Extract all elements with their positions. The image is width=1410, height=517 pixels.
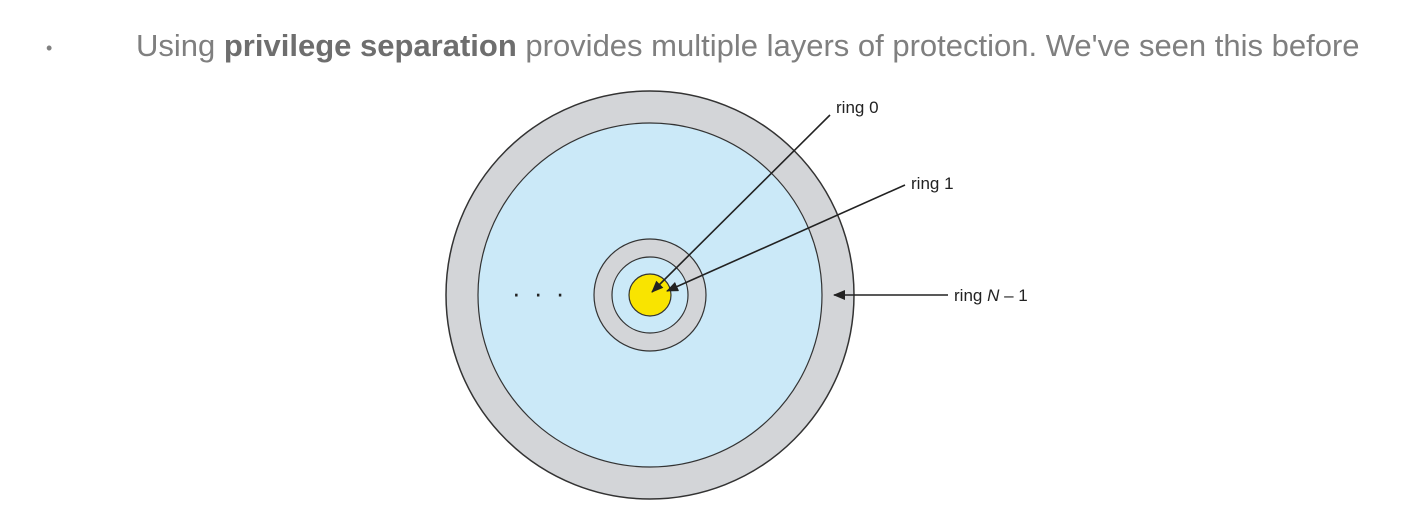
bullet-text: Using privilege separation provides mult… (136, 27, 1366, 65)
bullet-text-before: Using (136, 28, 224, 63)
ellipsis-marker: · · · (512, 278, 567, 308)
ring-0-label: ring 0 (836, 98, 879, 117)
ring-n-minus-1-label: ring N – 1 (954, 286, 1028, 305)
ring-n-label-variable: N (987, 286, 1000, 305)
bullet-marker: • (46, 38, 53, 58)
bullet-text-after: provides multiple layers of protection. … (516, 28, 1360, 63)
ring-n-label-prefix: ring (954, 286, 987, 305)
bullet-text-emphasis: privilege separation (223, 28, 517, 63)
ring-n-label-suffix: – 1 (999, 286, 1027, 305)
ring-1-label: ring 1 (911, 174, 954, 193)
ring-1-arrow (666, 184, 906, 292)
ring-0-arrow (651, 114, 831, 293)
